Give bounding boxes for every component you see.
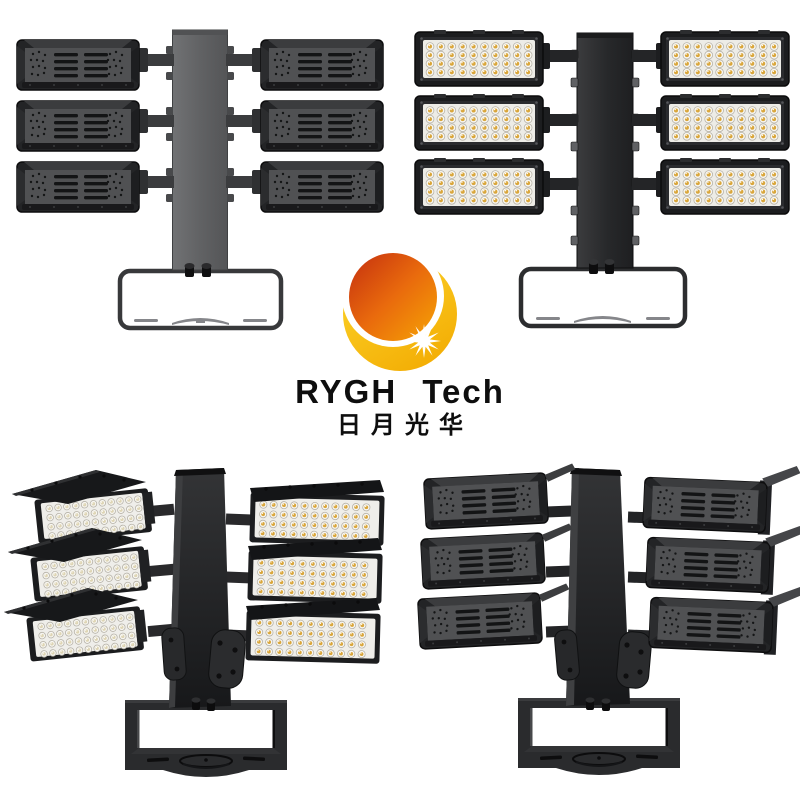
led-module-visor — [4, 470, 385, 664]
support-column — [172, 29, 228, 271]
mounting-bracket — [518, 266, 688, 329]
mounting-yoke — [124, 699, 288, 778]
cable-gland — [191, 697, 216, 711]
product-view-rear-angled — [417, 463, 800, 776]
support-column — [576, 32, 634, 269]
hinge-plate — [554, 629, 652, 689]
heatsink-module-visor — [417, 463, 800, 655]
cable-gland — [588, 259, 615, 274]
support-column — [161, 468, 246, 711]
hinge-plate — [161, 627, 246, 689]
mounting-yoke — [517, 697, 681, 776]
cable-gland — [585, 697, 611, 711]
product-view-rear-flat — [16, 29, 384, 331]
support-column — [554, 468, 652, 711]
cable-gland — [184, 263, 212, 277]
product-view-front-flat — [414, 29, 790, 329]
mounting-bracket — [117, 268, 284, 331]
product-view-front-angled — [4, 468, 385, 778]
